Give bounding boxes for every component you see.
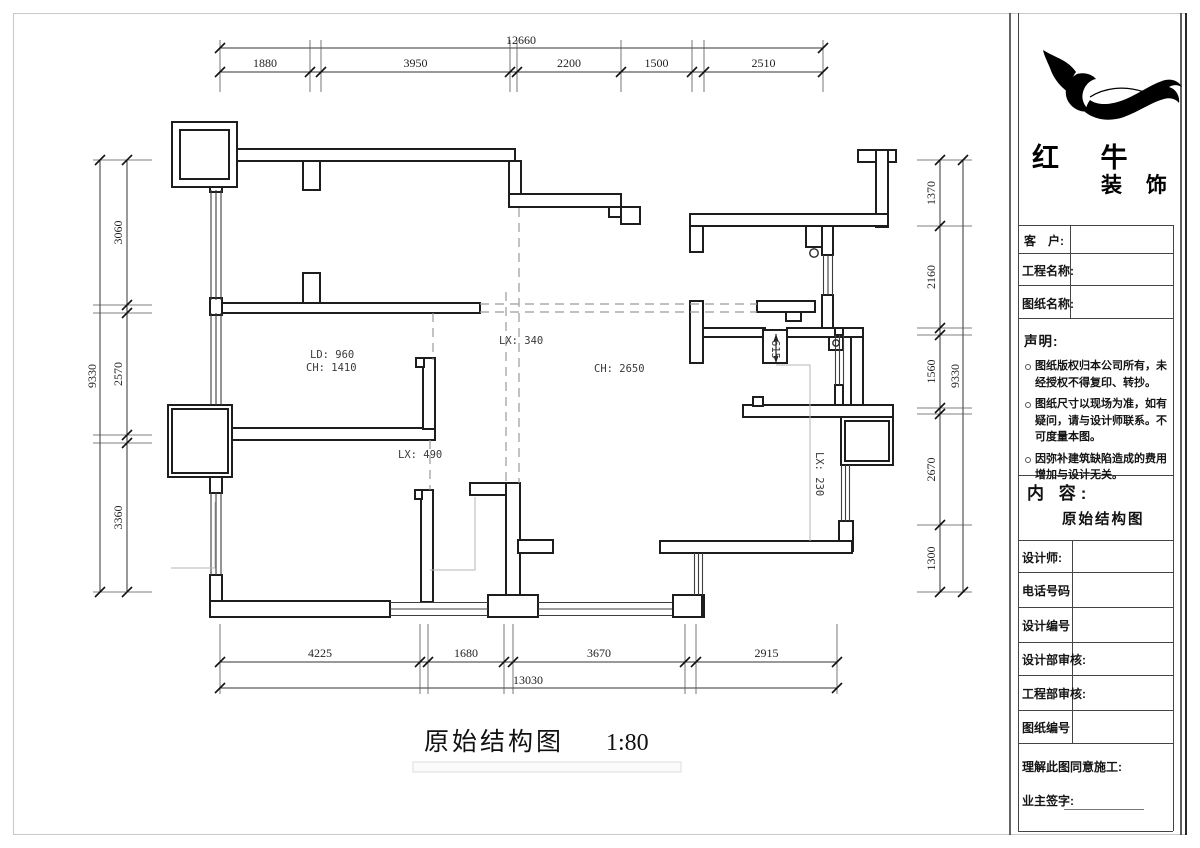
dim-chain-bottom: 4225 1680 3670 2915 13030 [214, 624, 843, 694]
dim-label: 4225 [308, 646, 332, 660]
dim-label: 2510 [752, 56, 776, 70]
statement-item: 因弥补建筑缺陷造成的费用增加与设计无关。 [1024, 451, 1170, 484]
panel-line [1018, 318, 1173, 319]
meter-circle [832, 339, 840, 347]
dim-label: 2160 [924, 265, 938, 289]
field-design-dept-review: 设计部审核: [1022, 653, 1086, 667]
label-ld960: LD: 960 [310, 349, 354, 361]
footer-owner-signature: 业主签字: [1022, 794, 1074, 808]
dim-615-label: 615 [769, 340, 781, 359]
field-drawing-number: 图纸编号 [1022, 721, 1071, 735]
dim-chain-top: 1880 3950 2200 1500 2510 12660 [214, 33, 829, 92]
field-project-name: 工程名称: [1022, 264, 1074, 278]
field-engineering-dept-review: 工程部审核: [1022, 687, 1086, 701]
drawing-title-text: 原始结构图 [424, 727, 564, 756]
statement-heading: 声明: [1024, 334, 1059, 349]
brand-name: 红 牛 [1032, 143, 1145, 173]
panel-cell-divider-bottom [1072, 540, 1073, 743]
field-design-number: 设计编号 [1022, 619, 1071, 633]
label-lx340: LX: 340 [499, 335, 543, 347]
drawing-title: 原始结构图 1:80 [412, 727, 682, 773]
statement-item: 图纸尺寸以现场为准，如有疑问，请与设计师联系。不可度量本图。 [1024, 396, 1170, 446]
field-phone: 电话号码 [1022, 584, 1071, 598]
panel-left-line [1018, 13, 1019, 831]
field-designer: 设计师: [1022, 551, 1062, 565]
label-lx230: LX: 230 [813, 452, 825, 496]
label-ch1410: CH: 1410 [306, 362, 357, 374]
fixture-circles [809, 248, 840, 347]
panel-right-line [1173, 225, 1174, 831]
panel-line [1018, 710, 1173, 711]
panel-line [1018, 831, 1173, 832]
panel-cell-divider-top [1070, 225, 1071, 318]
dim-overall-label: 9330 [85, 364, 99, 388]
statement-item: 图纸版权归本公司所有，未经授权不得复印、转抄。 [1024, 358, 1170, 391]
dim-label: 1680 [454, 646, 478, 660]
dim-label: 3360 [111, 506, 125, 530]
windows [210, 190, 851, 617]
plan-labels: LD: 960 CH: 1410 LX: 340 CH: 2650 LX: 49… [306, 335, 825, 496]
dim-overall-label: 12660 [506, 33, 536, 47]
interior-dimension-615: 615 [769, 334, 781, 363]
dim-label: 1300 [924, 547, 938, 571]
field-drawing-name: 图纸名称: [1022, 297, 1074, 311]
dim-label: 3060 [111, 221, 125, 245]
dim-label: 1370 [924, 181, 938, 205]
label-ch2650: CH: 2650 [594, 363, 645, 375]
panel-line [1018, 743, 1173, 744]
panel-line [1018, 253, 1173, 254]
content-heading: 内 容: [1027, 484, 1092, 503]
panel-line [1018, 285, 1173, 286]
signature-line [1064, 809, 1144, 810]
footer-agreement: 理解此图同意施工: [1022, 760, 1122, 774]
dashed-lines [429, 208, 757, 490]
dim-label: 3670 [587, 646, 611, 660]
dim-label: 2670 [924, 458, 938, 482]
brand-logo [1043, 50, 1182, 120]
dim-label: 2570 [111, 362, 125, 386]
dim-label: 2200 [557, 56, 581, 70]
dim-overall-label: 13030 [513, 673, 543, 687]
panel-line [1018, 607, 1173, 608]
brand-subname: 装 饰 [1101, 174, 1176, 197]
dimension-chains: 1880 3950 2200 1500 2510 12660 4225 1680 3670 291… [85, 33, 972, 694]
content-value: 原始结构图 [1062, 512, 1145, 528]
panel-line [1018, 642, 1173, 643]
guide-lines [171, 364, 811, 571]
field-customer: 客 户: [1024, 234, 1064, 248]
dim-label: 2915 [755, 646, 779, 660]
drain-circle [809, 248, 819, 258]
statement-section: 声明: 图纸版权归本公司所有，未经授权不得复印、转抄。 图纸尺寸以现场为准，如有… [1024, 330, 1170, 489]
dim-label: 3950 [404, 56, 428, 70]
dim-chain-right: 1370 2160 1560 2670 1300 9330 [917, 154, 972, 598]
dim-overall-label: 9330 [948, 364, 962, 388]
panel-line [1018, 572, 1173, 573]
dim-chain-left: 3060 2570 3360 9330 [85, 154, 152, 598]
panel-line [1018, 540, 1173, 541]
label-lx490: LX: 490 [398, 449, 442, 461]
drawing-scale-text: 1:80 [606, 730, 649, 756]
panel-line [1018, 675, 1173, 676]
dim-label: 1560 [924, 360, 938, 384]
walls [167, 121, 897, 618]
title-underline-bar [412, 761, 682, 773]
dim-label: 1880 [253, 56, 277, 70]
dim-label: 1500 [645, 56, 669, 70]
panel-line [1018, 225, 1173, 226]
panel-line [1018, 475, 1173, 476]
